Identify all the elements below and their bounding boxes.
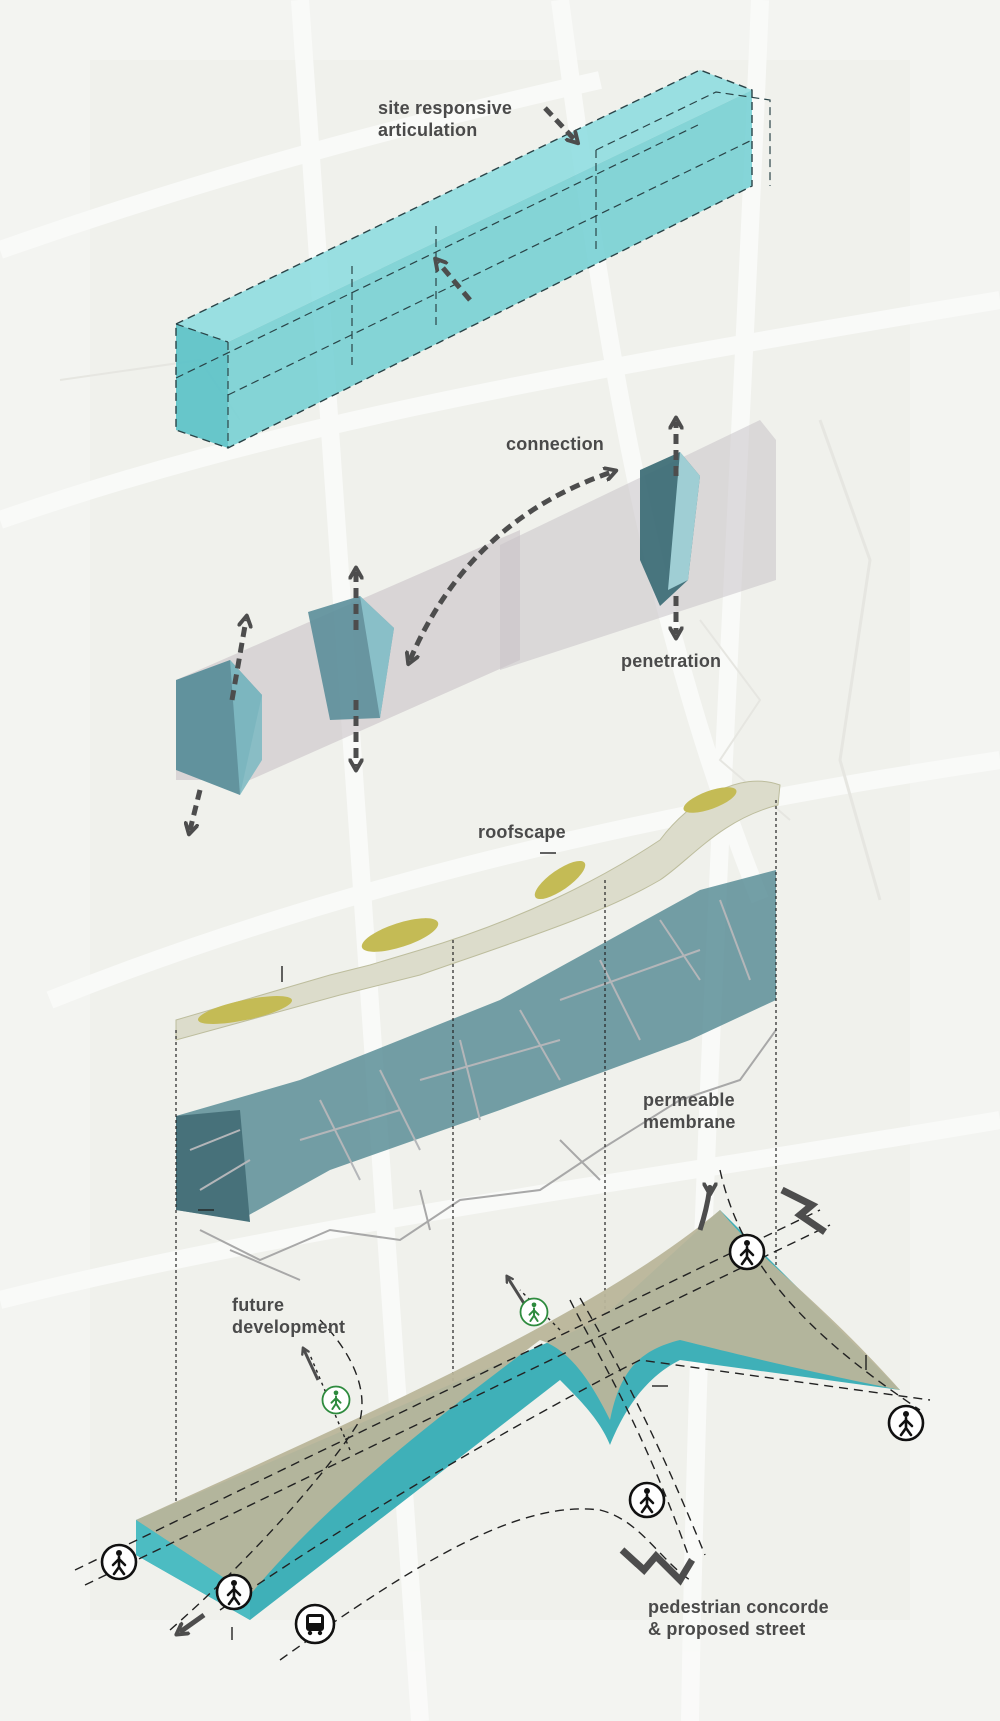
pedestrian-icon: [628, 1481, 666, 1519]
label-line: penetration: [621, 651, 722, 671]
tick-marks: [198, 852, 867, 1640]
pedestrian-icon: [887, 1404, 925, 1442]
ground-arrows: [180, 1187, 827, 1632]
roofscape-layer: [175, 780, 781, 1041]
label-penetration: penetration: [621, 650, 721, 672]
circulation-routes: [74, 1169, 931, 1661]
label-line: pedestrian concorde: [648, 1597, 829, 1617]
projection-lines: [175, 800, 777, 1520]
pedestrian-icon: [728, 1233, 766, 1271]
label-site-responsive-articulation: site responsive articulation: [378, 97, 512, 141]
label-line: development: [232, 1317, 346, 1337]
label-roofscape: roofscape: [478, 821, 566, 843]
transport-icons: [100, 1233, 925, 1645]
label-line: roofscape: [478, 822, 566, 842]
label-line: connection: [506, 434, 605, 454]
label-connection: connection: [506, 433, 604, 455]
label-pedestrian-concorde: pedestrian concorde & proposed street: [648, 1596, 829, 1640]
label-line: articulation: [378, 120, 478, 140]
connection-penetration-layer: [176, 420, 776, 830]
label-line: site responsive: [378, 98, 513, 118]
site-responsive-volume: [175, 69, 771, 449]
label-line: permeable: [643, 1090, 735, 1110]
pedestrian-icon: [215, 1573, 253, 1611]
pedestrian-icon: [519, 1297, 549, 1327]
label-future-development: future development: [232, 1294, 345, 1338]
pedestrian-icon: [100, 1543, 138, 1581]
label-permeable-membrane: permeable membrane: [643, 1089, 736, 1133]
label-line: future: [232, 1295, 285, 1315]
pedestrian-icon: [321, 1385, 351, 1415]
label-line: & proposed street: [648, 1619, 806, 1639]
bus-icon: [294, 1603, 336, 1645]
label-line: membrane: [643, 1112, 736, 1132]
permeable-membrane-layer: [176, 870, 777, 1281]
